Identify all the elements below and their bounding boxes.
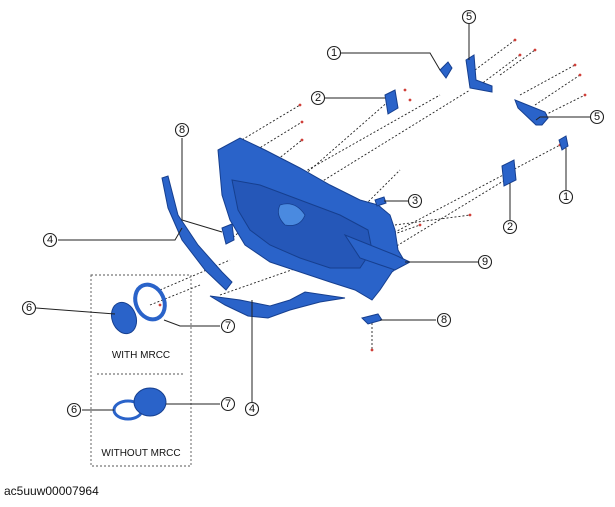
callout-number: 2	[507, 221, 513, 233]
bracket-2-upper	[384, 89, 399, 115]
callout-number: 5	[466, 11, 472, 23]
callout-number: 6	[26, 302, 32, 314]
molding-4-lower	[209, 291, 346, 319]
mrcc-variant-box: WITH MRCC WITHOUT MRCC	[90, 274, 192, 467]
emblem-base-7-without-mrcc	[133, 387, 167, 417]
with-mrcc-label: WITH MRCC	[112, 350, 170, 361]
callout-3: 3	[407, 193, 423, 209]
molding-4-left	[161, 175, 233, 291]
bracket-5-upper	[465, 54, 493, 93]
bracket-1-right	[558, 135, 569, 151]
bracket-8-left	[221, 223, 235, 245]
radiator-grille	[217, 137, 412, 301]
callout-9: 9	[477, 254, 493, 270]
callout-number: 1	[563, 191, 569, 203]
callout-number: 1	[331, 47, 337, 59]
callout-number: 9	[482, 256, 488, 268]
callout-number: 4	[47, 234, 53, 246]
bracket-2-right	[501, 159, 517, 187]
document-id: ac5uuw00007964	[4, 484, 99, 498]
callout-number: 6	[71, 404, 77, 416]
callout-8-lower: 8	[436, 312, 452, 328]
callout-number: 4	[249, 403, 255, 415]
callout-4-lower: 4	[244, 401, 260, 417]
callout-6-with-mrcc: 6	[21, 300, 37, 316]
bracket-5-right	[514, 99, 549, 126]
callout-number: 3	[412, 195, 418, 207]
clip-3	[374, 196, 387, 207]
callout-7-without-mrcc: 7	[220, 396, 236, 412]
callout-1-right: 1	[558, 189, 574, 205]
callout-2-top: 2	[310, 90, 326, 106]
callout-5-right: 5	[589, 109, 605, 125]
emblem-base-7-with-mrcc	[133, 282, 167, 322]
emblem-6-with-mrcc	[110, 301, 138, 335]
callout-number: 8	[441, 314, 447, 326]
callout-number: 5	[594, 111, 600, 123]
callout-4-left: 4	[42, 232, 58, 248]
callout-8-left: 8	[174, 122, 190, 138]
callout-number: 2	[315, 92, 321, 104]
without-mrcc-label: WITHOUT MRCC	[101, 448, 180, 459]
leader-lines	[35, 24, 590, 411]
bracket-8-lower	[361, 313, 383, 325]
callout-number: 7	[225, 320, 231, 332]
callout-number: 8	[179, 124, 185, 136]
callout-2-right: 2	[502, 219, 518, 235]
assembly-lines	[149, 39, 586, 350]
callout-5-top: 5	[461, 9, 477, 25]
callout-1-top: 1	[326, 45, 342, 61]
callout-7-with-mrcc: 7	[220, 318, 236, 334]
callout-6-without-mrcc: 6	[66, 402, 82, 418]
bracket-1-upper	[439, 61, 453, 79]
callout-number: 7	[225, 398, 231, 410]
